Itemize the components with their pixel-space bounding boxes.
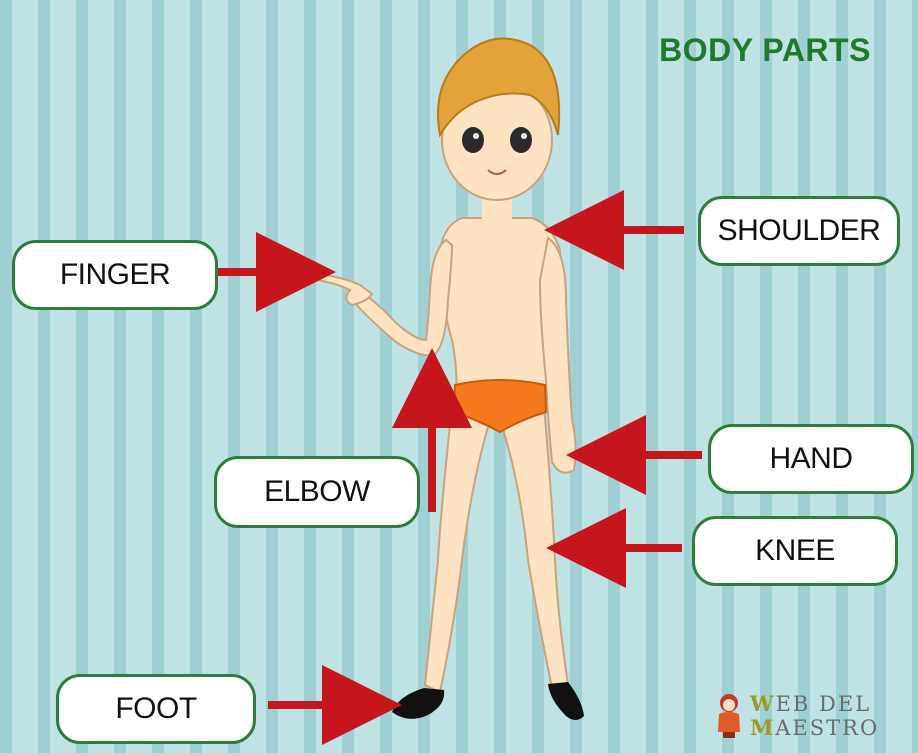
web-del-maestro-logo: WEB DEL MAESTRO bbox=[712, 690, 902, 746]
finger-label: FINGER bbox=[12, 240, 218, 310]
page-title: BODY PARTS bbox=[650, 32, 880, 69]
foot-label: FOOT bbox=[56, 674, 256, 744]
hand-label: HAND bbox=[708, 424, 914, 494]
shoulder-label: SHOULDER bbox=[698, 196, 900, 266]
teacher-icon bbox=[712, 692, 746, 744]
knee-label: KNEE bbox=[692, 516, 898, 586]
elbow-label: ELBOW bbox=[214, 456, 420, 528]
